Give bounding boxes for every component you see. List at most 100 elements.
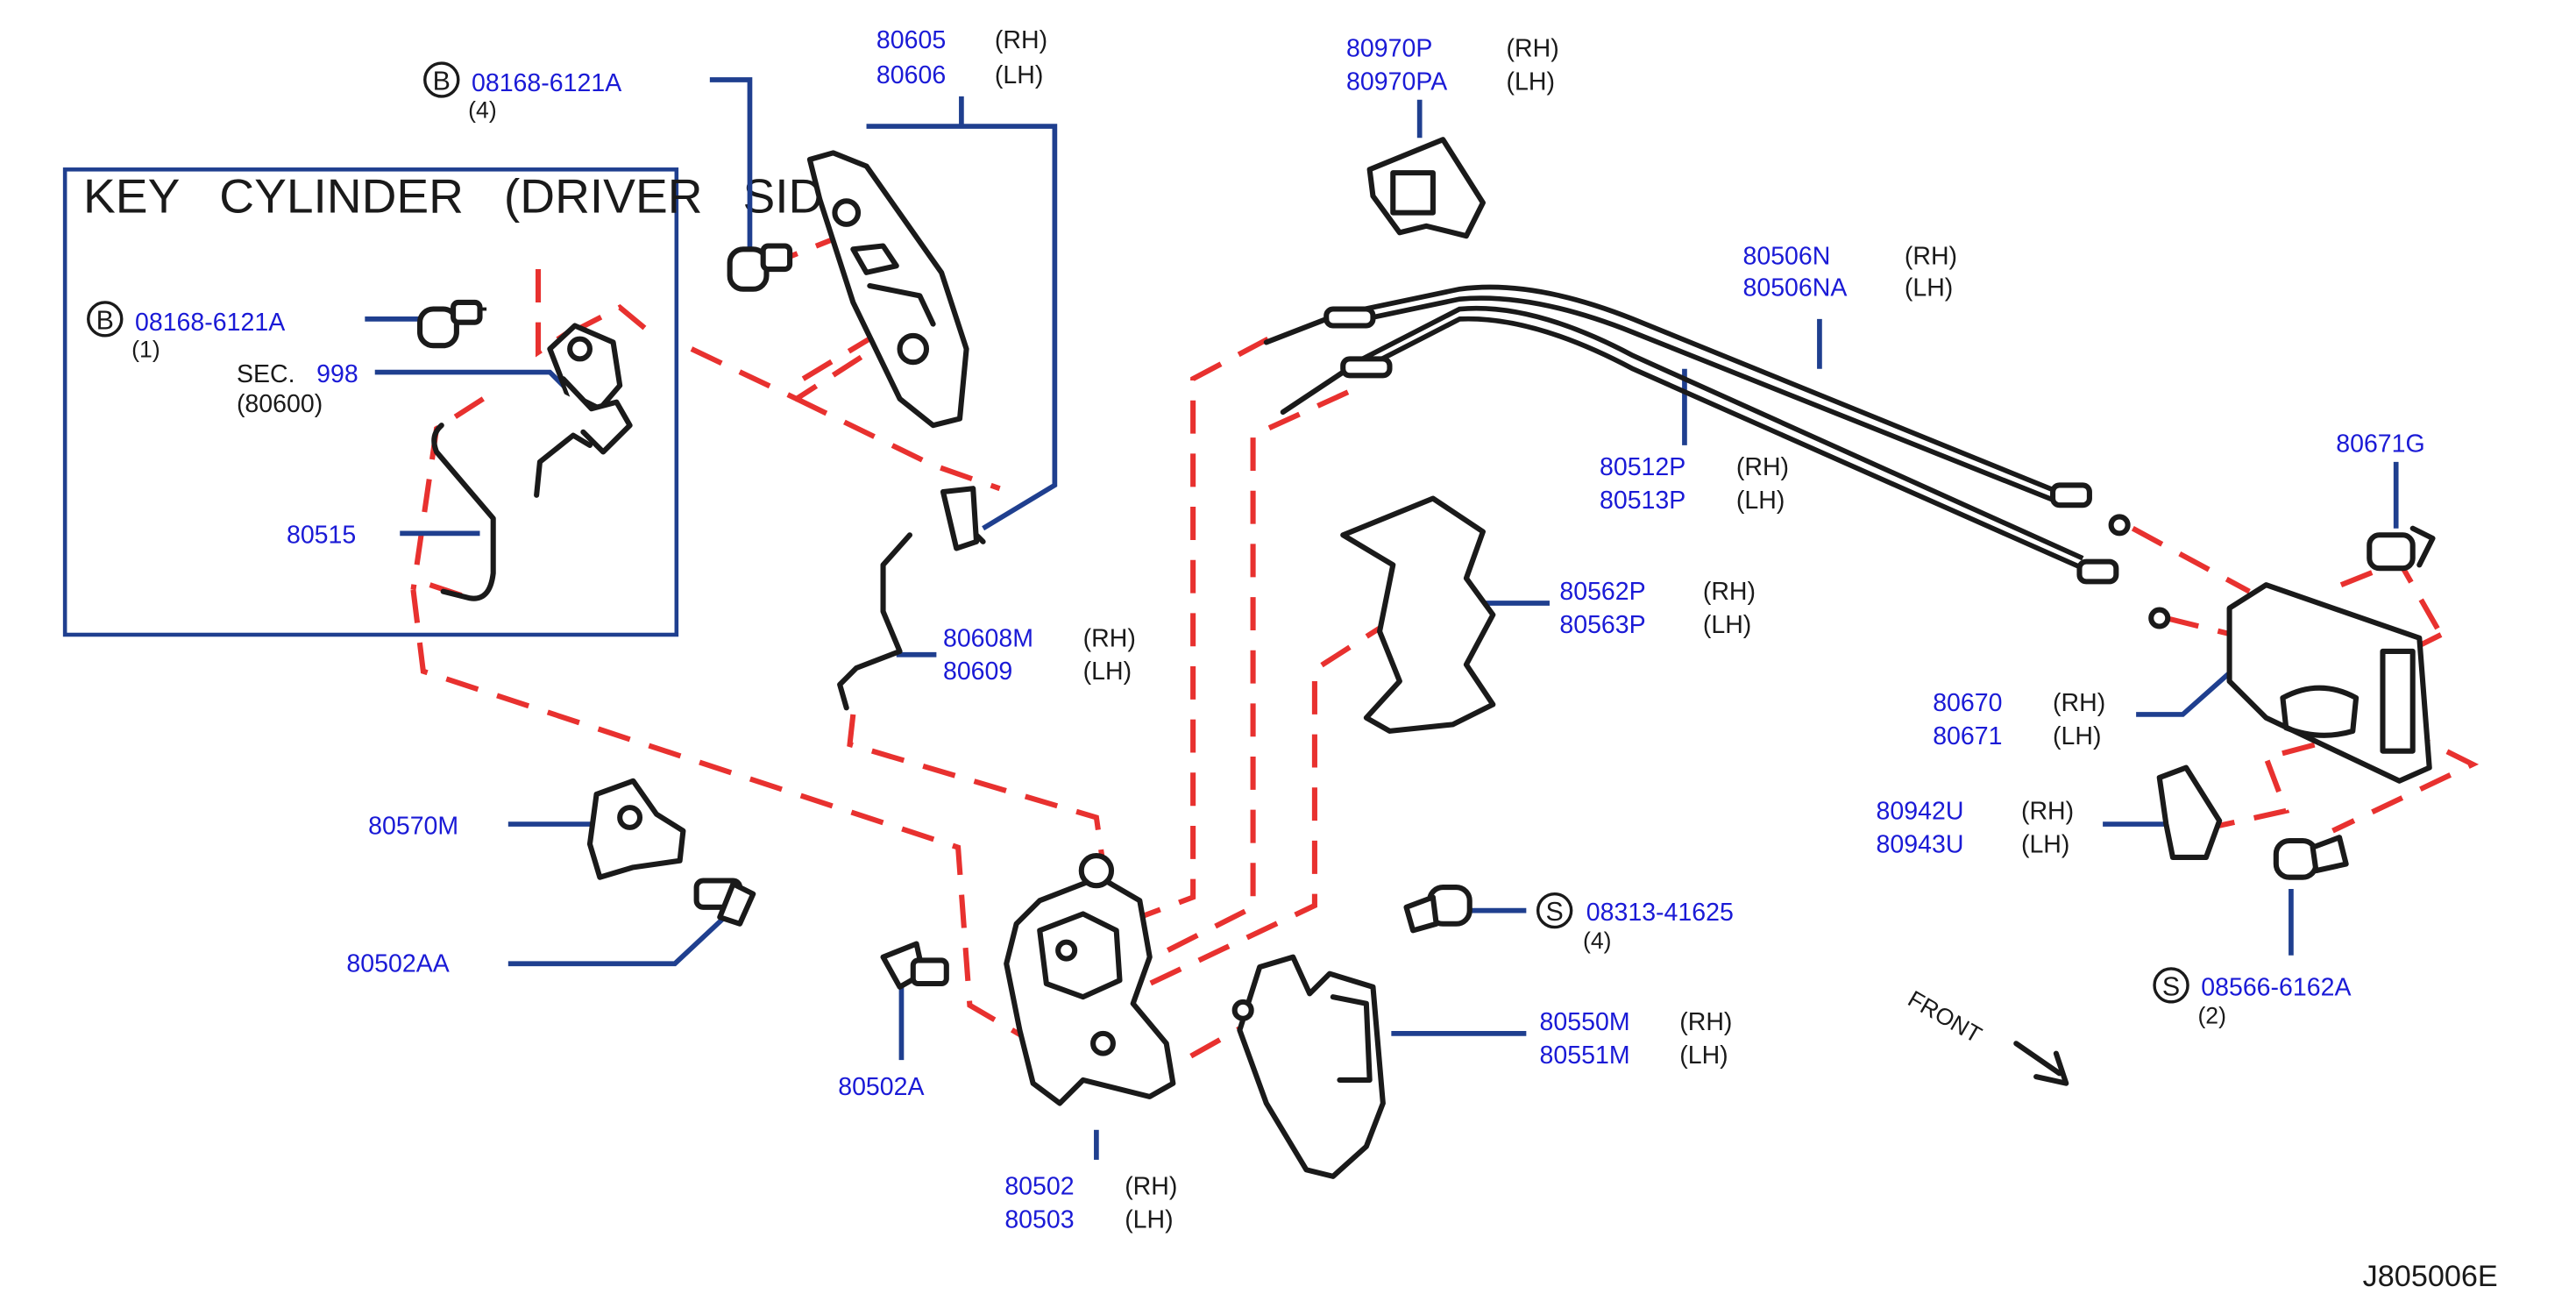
callout-bolt-b-top: B 08168-6121A (4) [423, 61, 621, 124]
diagram-code: J805006E [2363, 1260, 2498, 1293]
bolt-inset-icon [417, 299, 487, 349]
callout-80502: 80502 (RH) 80503 (LH) [1004, 1173, 1177, 1234]
quantity: (4) [1583, 928, 1612, 954]
outside-handle-icon [2226, 582, 2432, 784]
part-lh: 80943U [1877, 830, 1964, 858]
inset-title: KEY CYLINDER (DRIVER SIDE) [83, 169, 871, 224]
callout-bolt-b-inset: B 08168-6121A (1) [87, 301, 285, 363]
part-rh: 80605 [876, 26, 946, 54]
clip-80970-icon [1366, 137, 1486, 239]
lever-80942-icon [2156, 764, 2223, 860]
label-80570m: 80570M [368, 812, 458, 840]
part-lh: 80609 [943, 658, 1012, 686]
quantity: (4) [468, 97, 497, 124]
callout-80562: 80562P (RH) 80563P (LH) [1559, 578, 1756, 639]
side-lh: (LH) [1083, 658, 1132, 686]
leader-lines [365, 77, 2399, 1160]
screw-80502aa-icon [693, 878, 756, 927]
side-lh: (LH) [1679, 1042, 1728, 1070]
side-rh: (RH) [1125, 1173, 1177, 1201]
part-rh: 80608M [943, 624, 1033, 652]
marker-letter: S [1546, 898, 1564, 927]
rod-clip-icon [940, 486, 980, 551]
marker-circle [87, 301, 124, 338]
front-direction-arrow-icon [2013, 1041, 2069, 1086]
marker-letter: S [2162, 972, 2180, 1001]
rod-80515-icon [431, 423, 496, 601]
side-lh: (LH) [995, 61, 1043, 89]
handle-bracket-icon [806, 150, 969, 429]
callout-80512: 80512P (RH) 80513P (LH) [1600, 453, 1789, 515]
screw-s-mid-icon [1403, 885, 1473, 934]
part-rh: 80506N [1742, 242, 1830, 270]
part-lh: 80970PA [1346, 68, 1447, 96]
callout-80550: 80550M (RH) 80551M (LH) [1540, 1008, 1733, 1070]
part-lh: 80513P [1600, 487, 1685, 515]
label-80502aa: 80502AA [346, 950, 449, 978]
part-number: 08313-41625 [1586, 899, 1734, 927]
bolt-top-icon [727, 243, 793, 292]
label-80515: 80515 [287, 522, 356, 550]
callout-80942: 80942U (RH) 80943U (LH) [1877, 797, 2075, 858]
side-rh: (RH) [995, 26, 1047, 54]
callout-section-ref: SEC. 998 (80600) [237, 360, 358, 418]
clip-80671g-icon [2367, 525, 2436, 572]
screw-s-right-icon [2273, 835, 2349, 880]
callout-80670: 80670 (RH) 80671 (LH) [1933, 689, 2105, 750]
callout-80605: 80605 (RH) 80606 (LH) [876, 26, 1047, 89]
striker-80570-icon [586, 778, 686, 880]
callout-80970: 80970P (RH) 80970PA (LH) [1346, 34, 1559, 96]
part-rh: 80550M [1540, 1008, 1630, 1036]
side-rh: (RH) [1083, 624, 1136, 652]
label-80502a: 80502A [838, 1073, 924, 1101]
callout-screw-s-mid: S 08313-41625 (4) [1536, 892, 1734, 954]
side-lh: (LH) [1736, 487, 1785, 515]
side-lh: (LH) [2053, 722, 2101, 750]
part-lh: 80551M [1540, 1042, 1630, 1070]
part-number: 08566-6162A [2201, 973, 2351, 1001]
callout-screw-s-right: S 08566-6162A (2) [2153, 967, 2352, 1029]
side-rh: (RH) [1905, 242, 1957, 270]
protector-80550-icon [1231, 954, 1386, 1179]
side-lh: (LH) [2021, 830, 2069, 858]
side-lh: (LH) [1905, 274, 1953, 302]
side-rh: (RH) [2053, 689, 2105, 717]
quantity: (1) [131, 337, 160, 363]
part-rh: 80502 [1004, 1173, 1074, 1201]
side-lh: (LH) [1703, 611, 1751, 639]
part-lh: 80503 [1004, 1206, 1074, 1234]
side-lh: (LH) [1507, 68, 1555, 96]
side-rh: (RH) [1507, 34, 1559, 62]
side-rh: (RH) [1679, 1008, 1732, 1036]
part-number: 08168-6121A [135, 309, 285, 337]
side-rh: (RH) [1703, 578, 1756, 606]
marker-circle [2153, 967, 2189, 1004]
inset-frame [62, 167, 679, 637]
cables-icon [1263, 284, 2171, 629]
part-rh: 80562P [1559, 578, 1645, 606]
section-prefix: SEC. [237, 360, 295, 388]
marker-letter: B [433, 67, 451, 96]
quantity: (2) [2197, 1003, 2226, 1029]
part-rh: 80670 [1933, 689, 2002, 717]
part-rh: 80942U [1877, 797, 1964, 825]
callout-80506: 80506N (RH) 80506NA (LH) [1742, 242, 1957, 302]
marker-circle [423, 61, 460, 98]
key-cylinder-icon [534, 323, 633, 498]
door-lock-icon [1004, 853, 1176, 1106]
part-number: 08168-6121A [472, 69, 621, 97]
part-rh: 80512P [1600, 453, 1685, 481]
screw-80502a-icon [880, 941, 949, 990]
label-80671g: 80671G [2336, 430, 2424, 459]
marker-letter: B [96, 306, 114, 335]
part-lh: 80671 [1933, 722, 2002, 750]
part-lh: 80606 [876, 61, 946, 89]
side-lh: (LH) [1125, 1206, 1173, 1234]
part-rh: 80970P [1346, 34, 1432, 62]
side-rh: (RH) [1736, 453, 1789, 481]
part-lh: 80506NA [1742, 274, 1847, 302]
key-cylinder-inset: KEY CYLINDER (DRIVER SIDE) [62, 167, 871, 637]
marker-circle [1536, 892, 1573, 929]
guard-80562-icon [1340, 495, 1496, 734]
